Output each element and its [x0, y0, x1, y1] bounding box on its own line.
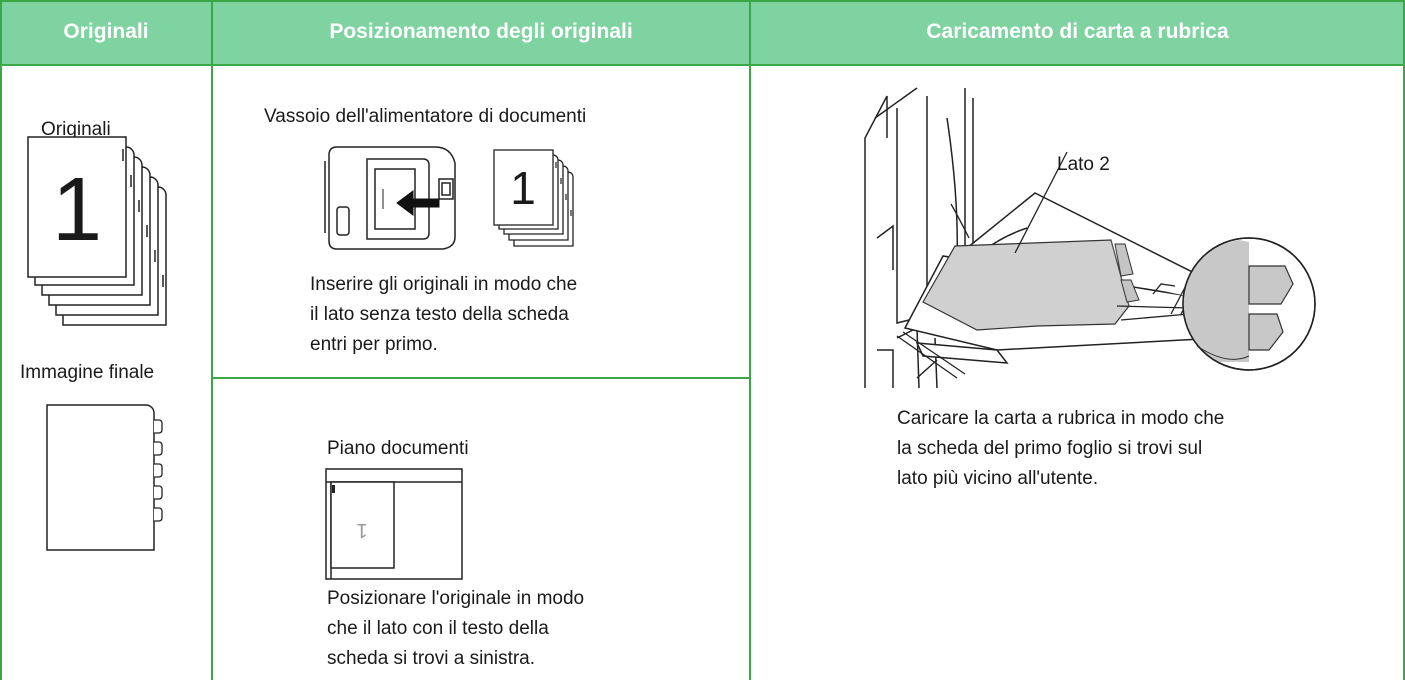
feeder-page-number: 1	[510, 162, 536, 214]
feeder-instruction-line-3: entri per primo.	[310, 334, 438, 355]
glass-instruction-line-1: Posizionare l'originale in modo	[327, 588, 585, 609]
final-image-label: Immagine finale	[20, 362, 155, 383]
header-bottom-border	[0, 64, 1405, 66]
glass-instruction-line-3: scheda si trovi a sinistra.	[327, 648, 536, 669]
originals-page-number: 1	[52, 160, 102, 260]
glass-title: Piano documenti	[327, 438, 469, 459]
header-originals: Originali	[0, 0, 212, 64]
feeder-originals-stack-illustration: 1	[493, 149, 574, 247]
side-2-label: Lato 2	[1057, 154, 1110, 175]
header-originals-label: Originali	[63, 20, 149, 43]
row-divider	[212, 377, 750, 379]
top-border	[0, 0, 1405, 2]
glass-page-number: 1	[356, 519, 367, 541]
header-placement-label: Posizionamento degli originali	[329, 20, 633, 43]
document-glass-illustration: 1	[325, 468, 463, 580]
document-feeder-illustration	[324, 146, 456, 250]
column-divider-2	[749, 0, 751, 680]
tab-paper-instruction-line-3: lato più vicino all'utente.	[897, 468, 1099, 489]
header-placement: Posizionamento degli originali	[212, 0, 750, 64]
left-border	[0, 0, 2, 680]
tab-paper-instruction-line-2: la scheda del primo foglio si trovi sul	[897, 438, 1203, 459]
header-tab-paper-loading-label: Caricamento di carta a rubrica	[926, 20, 1229, 43]
feeder-instruction-line-2: il lato senza testo della scheda	[310, 304, 569, 325]
tabbed-final-image-illustration	[46, 404, 163, 551]
right-border	[1403, 0, 1405, 680]
column-divider-1	[211, 0, 213, 680]
header-tab-paper-loading: Caricamento di carta a rubrica	[750, 0, 1405, 64]
stacked-originals-illustration: 1	[27, 136, 167, 326]
originals-label: Originali	[41, 119, 111, 140]
feeder-title: Vassoio dell'alimentatore di documenti	[264, 106, 587, 127]
tab-paper-instruction-line-1: Caricare la carta a rubrica in modo che	[897, 408, 1225, 429]
bypass-tray-loading-illustration: Lato 2	[864, 87, 1316, 389]
glass-instruction-line-2: che il lato con il testo della	[327, 618, 549, 639]
feeder-instruction-line-1: Inserire gli originali in modo che	[310, 274, 578, 295]
